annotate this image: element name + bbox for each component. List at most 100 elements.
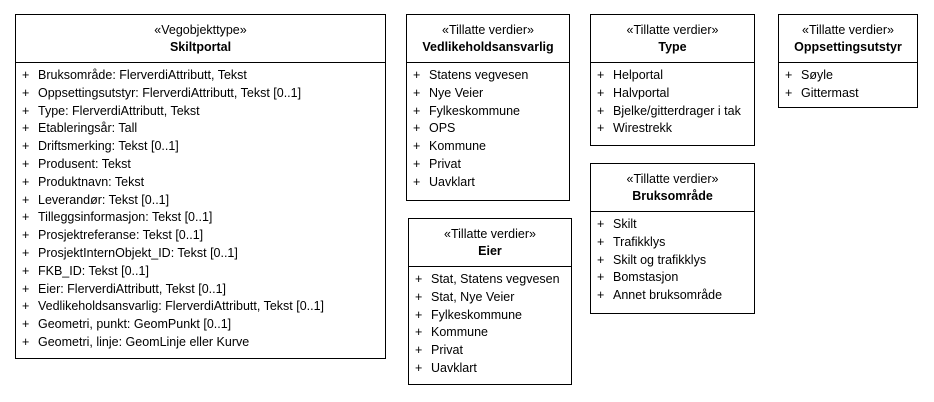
class-box-eier: «Tillatte verdier» Eier +Stat, Statens v… — [408, 218, 572, 385]
class-box-type: «Tillatte verdier» Type +Helportal+Halvp… — [590, 14, 755, 146]
attribute-row: +Uavklart — [409, 360, 571, 378]
attribute-text: ProsjektInternObjekt_ID: Tekst [0..1] — [38, 245, 238, 260]
visibility-marker: + — [597, 103, 605, 118]
attribute-row: + Type: FlerverdiAttributt, Tekst — [16, 103, 385, 121]
attribute-text: Oppsettingsutstyr: FlerverdiAttributt, T… — [38, 85, 302, 100]
attribute-text: Fylkeskommune — [431, 307, 522, 322]
attribute-list: +Søyle+ Gittermast — [779, 63, 917, 103]
attribute-row: +OPS — [407, 120, 569, 138]
visibility-marker: + — [22, 192, 30, 207]
attribute-row: +Eier: FlerverdiAttributt, Tekst [0..1] — [16, 281, 385, 299]
visibility-marker: + — [22, 156, 30, 171]
attribute-text: OPS — [429, 121, 456, 136]
attribute-text: Bjelke/gitterdrager i tak — [613, 103, 741, 118]
attribute-row: +Bomstasjon — [591, 269, 754, 287]
class-box-skiltportal: «Vegobjekttype» Skiltportal +Bruksområde… — [15, 14, 386, 359]
visibility-marker: + — [785, 68, 793, 82]
visibility-marker: + — [22, 334, 30, 349]
visibility-marker: + — [22, 174, 30, 189]
attribute-row: +Bruksområde: FlerverdiAttributt, Tekst — [16, 67, 385, 85]
attribute-text: Annet bruksområde — [613, 288, 723, 303]
attribute-row: +Privat — [407, 156, 569, 174]
attribute-text: Geometri, punkt: GeomPunkt [0..1] — [38, 317, 232, 332]
attribute-text: Tilleggsinformasjon: Tekst [0..1] — [38, 210, 213, 225]
attribute-text: Uavklart — [429, 174, 475, 189]
attribute-text: Produsent: Tekst — [38, 156, 131, 171]
attribute-text: Privat — [431, 343, 463, 358]
attribute-row: +Nye Veier — [407, 85, 569, 103]
class-header: «Tillatte verdier» Type — [591, 15, 754, 63]
class-stereotype: «Tillatte verdier» — [626, 172, 719, 186]
attribute-row: +Stat, Statens vegvesen — [409, 271, 571, 289]
attribute-text: Skilt — [613, 217, 637, 231]
visibility-marker: + — [413, 103, 421, 118]
visibility-marker: + — [415, 325, 423, 340]
visibility-marker: + — [413, 68, 421, 82]
class-header: «Vegobjekttype» Skiltportal — [16, 15, 385, 63]
class-name: Skiltportal — [169, 40, 232, 54]
attribute-row: + FKB_ID: Tekst [0..1] — [16, 263, 385, 281]
attribute-row: +Etableringsår: Tall — [16, 120, 385, 138]
visibility-marker: + — [22, 139, 30, 154]
visibility-marker: + — [597, 288, 605, 303]
attribute-text: Nye Veier — [429, 85, 484, 100]
attribute-row: + Privat — [409, 342, 571, 360]
visibility-marker: + — [22, 228, 30, 243]
attribute-text: Stat, Nye Veier — [431, 289, 515, 304]
visibility-marker: + — [413, 139, 421, 154]
visibility-marker: + — [597, 68, 605, 82]
attribute-text: Bomstasjon — [613, 270, 679, 285]
attribute-list: +Helportal+Halvportal+Bjelke/gitterdrage… — [591, 63, 754, 138]
class-stereotype: «Tillatte verdier» — [442, 23, 534, 37]
class-box-bruksomrade: «Tillatte verdier» Bruksområde +Skilt+Tr… — [590, 163, 755, 314]
attribute-row: +Produktnavn: Tekst — [16, 174, 385, 192]
attribute-text: FKB_ID: Tekst [0..1] — [38, 263, 149, 278]
class-stereotype: «Vegobjekttype» — [154, 23, 247, 37]
attribute-text: Kommune — [431, 325, 488, 340]
attribute-row: + Vedlikeholdsansvarlig: FlerverdiAttribu… — [16, 298, 385, 316]
attribute-list: +Skilt+Trafikklys+Skilt og trafikklys+Bo… — [591, 212, 754, 305]
attribute-text: Bruksområde: FlerverdiAttributt, Tekst — [38, 68, 247, 82]
attribute-row: + Uavklart — [407, 174, 569, 192]
attribute-text: Fylkeskommune — [429, 103, 520, 118]
attribute-row: +Geometri, linje: GeomLinje eller Kurve — [16, 334, 385, 352]
attribute-row: + Bjelke/gitterdrager i tak — [591, 103, 754, 121]
attribute-row: + Gittermast — [779, 85, 917, 103]
attribute-text: Statens vegvesen — [429, 68, 529, 82]
attribute-text: Wirestrekk — [613, 121, 673, 136]
attribute-row: +Søyle — [779, 67, 917, 85]
visibility-marker: + — [785, 85, 793, 100]
visibility-marker: + — [22, 85, 30, 100]
class-name: Type — [658, 40, 687, 54]
visibility-marker: + — [415, 289, 423, 304]
attribute-text: Driftsmerking: Tekst [0..1] — [38, 139, 179, 154]
visibility-marker: + — [22, 281, 30, 296]
attribute-row: + Tilleggsinformasjon: Tekst [0..1] — [16, 209, 385, 227]
visibility-marker: + — [22, 210, 30, 225]
attribute-text: Type: FlerverdiAttributt, Tekst — [38, 103, 200, 118]
visibility-marker: + — [597, 234, 605, 249]
attribute-text: Helportal — [613, 68, 664, 82]
visibility-marker: + — [415, 307, 423, 322]
attribute-text: Leverandør: Tekst [0..1] — [38, 192, 170, 207]
visibility-marker: + — [22, 263, 30, 278]
attribute-text: Skilt og trafikklys — [613, 252, 707, 267]
attribute-row: + Wirestrekk — [591, 120, 754, 138]
visibility-marker: + — [22, 299, 30, 314]
visibility-marker: + — [22, 103, 30, 118]
visibility-marker: + — [597, 121, 605, 136]
attribute-text: Vedlikeholdsansvarlig: FlerverdiAttribut… — [38, 299, 325, 314]
visibility-marker: + — [415, 343, 423, 358]
attribute-text: Gittermast — [801, 85, 859, 100]
class-stereotype: «Tillatte verdier» — [444, 227, 536, 241]
attribute-row: + Fylkeskommune — [407, 103, 569, 121]
attribute-row: +ProsjektInternObjekt_ID: Tekst [0..1] — [16, 245, 385, 263]
attribute-text: Stat, Statens vegvesen — [431, 272, 560, 286]
class-header: «Tillatte verdier» Oppsettingsutstyr — [779, 15, 917, 63]
attribute-row: + Stat, Nye Veier — [409, 289, 571, 307]
class-name: Eier — [478, 244, 502, 258]
visibility-marker: + — [413, 174, 421, 189]
attribute-row: + Statens vegvesen — [407, 67, 569, 85]
class-header: «Tillatte verdier» Eier — [409, 219, 571, 267]
attribute-row: +Prosjektreferanse: Tekst [0..1] — [16, 227, 385, 245]
